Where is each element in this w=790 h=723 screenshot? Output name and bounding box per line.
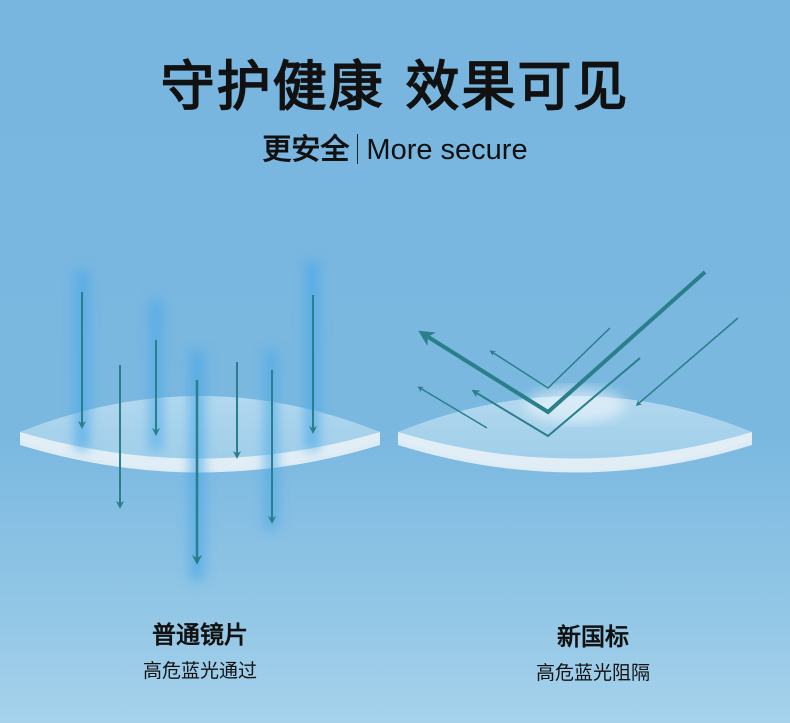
arrow-icon [635, 317, 739, 406]
arrow-icon [418, 270, 707, 415]
new-standard-lens [398, 387, 752, 473]
new-lens-title: 新国标 [557, 623, 629, 651]
subtitle: 更安全 More secure [0, 126, 790, 168]
arrow-icon [417, 386, 488, 429]
arrow-icon [471, 357, 641, 438]
arrow-icon [489, 327, 611, 389]
passing-arrows [78, 292, 317, 565]
headline: 守护健康 效果可见 [160, 55, 630, 118]
ordinary-lens-title: 普通镜片 [152, 621, 248, 649]
ordinary-lens-caption: 普通镜片 高危蓝光通过 [50, 615, 350, 683]
ordinary-lens-desc: 高危蓝光通过 [142, 660, 257, 682]
divider [357, 134, 359, 164]
new-lens-caption: 新国标 高危蓝光阻隔 [443, 617, 743, 685]
subtitle-cn: 更安全 [262, 132, 350, 166]
subtitle-en: More secure [366, 134, 528, 166]
new-lens-desc: 高危蓝光阻隔 [535, 662, 650, 684]
reflected-arrows [417, 270, 739, 438]
